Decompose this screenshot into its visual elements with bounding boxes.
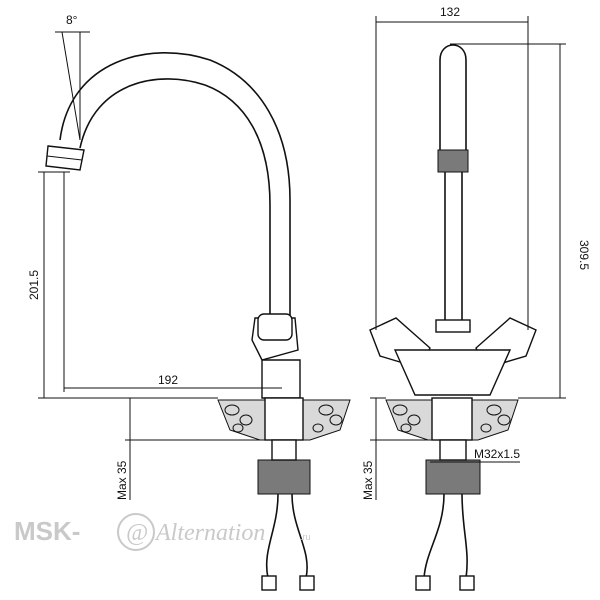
hose-fitting-right xyxy=(299,575,315,591)
mount-stud xyxy=(271,439,297,461)
hose-front-left xyxy=(423,493,445,579)
watermark-brand: MSK- xyxy=(14,516,80,546)
aerator-front xyxy=(437,149,469,173)
width-label: 132 xyxy=(440,5,460,19)
angle-label: 8° xyxy=(66,13,78,27)
mount-shank xyxy=(264,397,304,441)
hose-fitting-left xyxy=(261,575,277,591)
mount-shank-front xyxy=(431,397,473,441)
watermark: MSK- @ Alternation .ru xyxy=(14,513,311,551)
spout-column-top xyxy=(439,44,467,150)
max-right-label: Max 35 xyxy=(361,460,375,500)
watermark-script: Alternation xyxy=(154,520,265,546)
height-right-label: 309.5 xyxy=(577,240,591,270)
spout-outer-curve xyxy=(59,52,291,320)
aerator-line xyxy=(46,155,83,161)
hose-right xyxy=(291,493,308,579)
watermark-suffix: .ru xyxy=(300,532,311,542)
mount-nut xyxy=(257,459,311,495)
column-collar xyxy=(435,319,471,333)
hose-front-right xyxy=(461,493,468,579)
watermark-at-sign: @ xyxy=(126,520,148,546)
hose-fitting-front-right xyxy=(459,575,475,591)
angle-line-a xyxy=(61,31,81,141)
hose-left xyxy=(265,493,279,579)
spout-inner-curve xyxy=(79,78,271,320)
height-left-label: 201.5 xyxy=(27,270,41,300)
watermark-at-ring xyxy=(117,513,155,551)
mount-nut-front xyxy=(425,459,481,495)
rosette-pebbles xyxy=(224,404,343,433)
handle-cap xyxy=(257,313,293,341)
mount-stud-front xyxy=(439,439,467,461)
reach-label: 192 xyxy=(158,373,178,387)
rosette-pebbles-front xyxy=(392,404,511,433)
side-view xyxy=(38,31,351,591)
faucet-body xyxy=(261,359,301,399)
front-view xyxy=(369,16,566,591)
hose-fitting-front-left xyxy=(415,575,431,591)
thread-label: M32x1.5 xyxy=(474,447,520,461)
max-left-label: Max 35 xyxy=(115,460,129,500)
faucet-body-front xyxy=(393,349,512,396)
